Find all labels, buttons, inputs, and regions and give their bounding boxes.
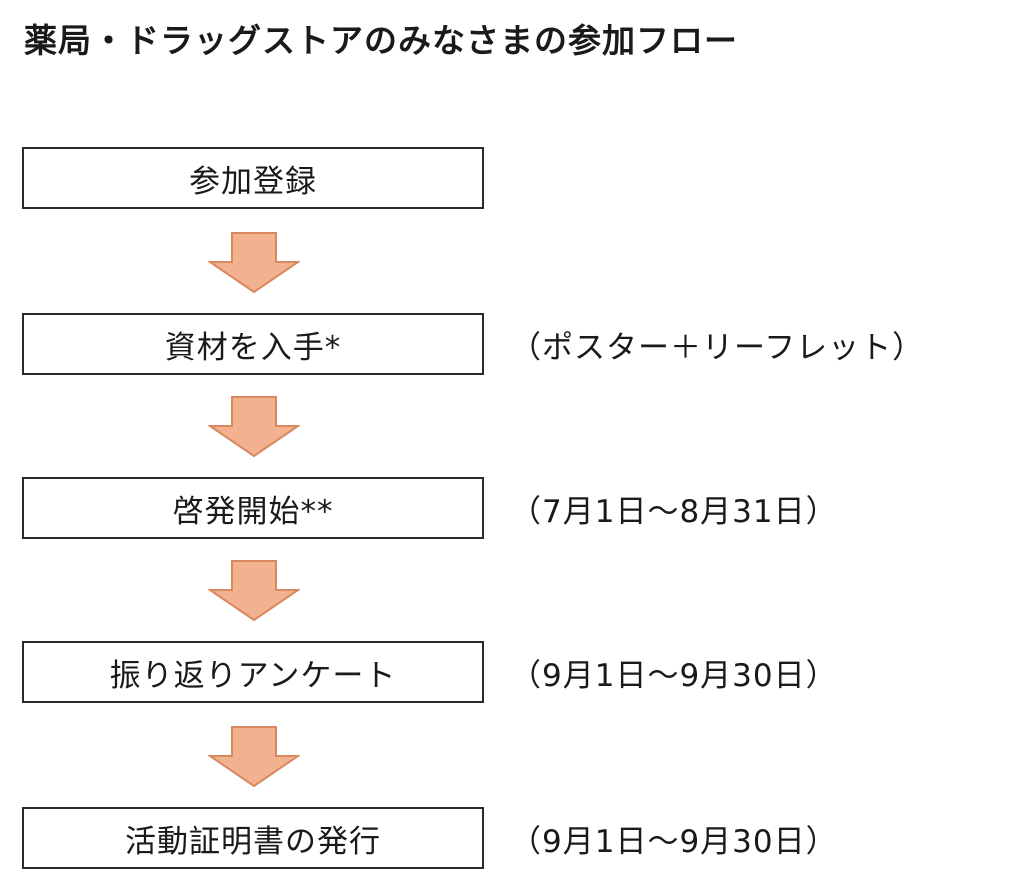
flow-step-survey: 振り返りアンケート (22, 641, 484, 703)
down-arrow-icon (208, 726, 300, 788)
flow-step-note: （ポスター＋リーフレット） (510, 329, 925, 366)
flow-step-label: 振り返りアンケート (109, 657, 397, 694)
flow-step-registration: 参加登録 (22, 147, 484, 209)
page-title: 薬局・ドラッグストアのみなさまの参加フロー (24, 21, 738, 60)
flow-step-start-awareness: 啓発開始** (22, 477, 484, 539)
flow-step-certificate: 活動証明書の発行 (22, 807, 484, 869)
down-arrow-icon (208, 396, 300, 458)
flow-step-label: 参加登録 (189, 163, 317, 200)
flow-step-note: （7月1日～8月31日） (510, 493, 838, 530)
flow-step-note: （9月1日～9月30日） (510, 657, 838, 694)
flow-step-label: 活動証明書の発行 (125, 823, 381, 860)
down-arrow-icon (208, 560, 300, 622)
flow-step-get-materials: 資材を入手* (22, 313, 484, 375)
flow-step-label: 啓発開始** (172, 493, 334, 530)
flow-step-label: 資材を入手* (164, 329, 342, 366)
flow-step-note: （9月1日～9月30日） (510, 823, 838, 860)
down-arrow-icon (208, 232, 300, 294)
